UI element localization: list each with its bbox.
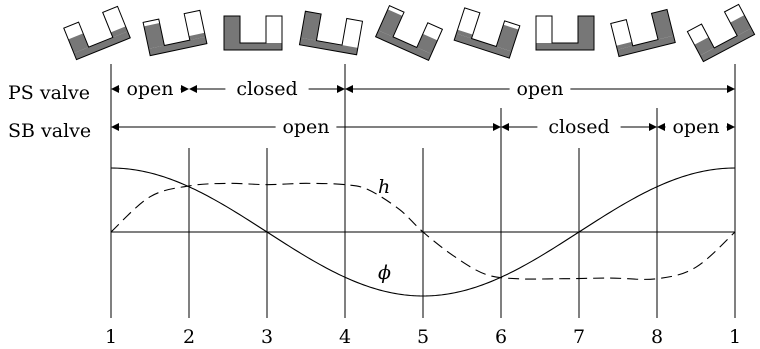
phase-gridlines [110,64,736,318]
tank-glyph-9 [686,3,756,63]
sb-state-2: open [672,116,719,138]
sb-state-1: closed [548,116,609,138]
tank-glyph-3 [223,15,283,51]
ps-valve-label: PS valve [8,82,90,104]
tick-label-2: 2 [183,326,195,348]
sb-valve-label: SB valve [8,120,91,142]
tick-label-4: 4 [339,326,351,348]
h-curve-label: h [378,176,390,198]
tick-label-1: 1 [105,326,117,348]
ps-state-0: open [126,78,173,100]
tank-glyph-1 [63,5,131,61]
tank-glyph-2 [142,9,208,57]
tank-glyph-6 [453,7,521,59]
sb-state-0: open [282,116,329,138]
tick-label-5: 5 [417,326,429,348]
sb-valve-timeline: open closed open [111,116,735,138]
tick-label-7: 7 [573,326,585,348]
tick-label-9: 1 [729,326,741,348]
tank-glyph-4 [298,10,364,56]
tick-label-6: 6 [495,326,507,348]
ps-valve-timeline: open closed open [111,78,735,100]
tick-label-8: 8 [651,326,663,348]
tank-glyph-5 [374,5,444,61]
h-curve [110,182,736,280]
phi-curve [110,167,736,297]
tank-glyph-8 [610,8,676,58]
phase-tick-labels: 1 2 3 4 5 6 7 8 1 [105,326,741,348]
tank-glyph-7 [535,15,595,51]
ps-state-1: closed [236,78,297,100]
tick-label-3: 3 [261,326,273,348]
phi-curve-label: ϕ [378,262,391,284]
tank-glyph-row [63,3,756,63]
ps-state-2: open [516,78,563,100]
